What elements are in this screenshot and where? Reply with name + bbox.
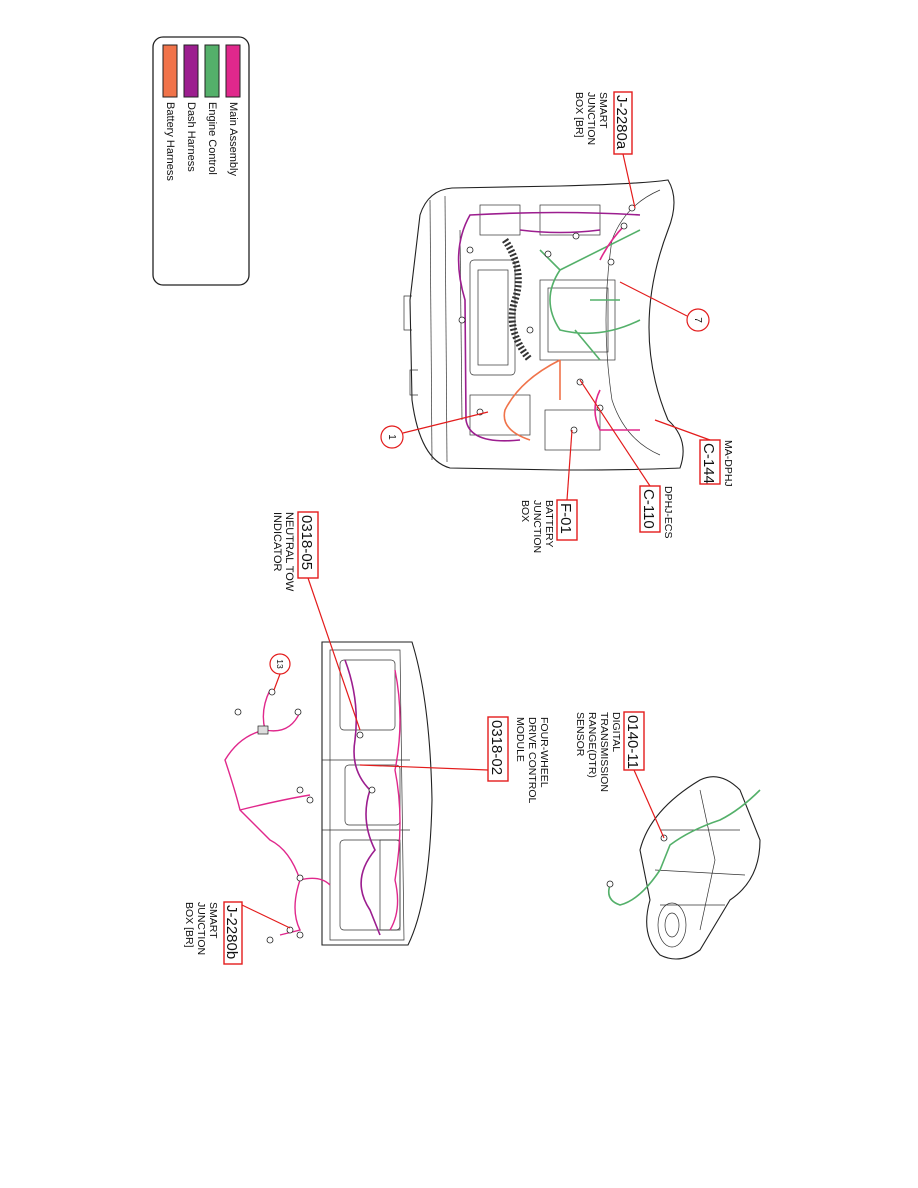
- callout-c144-code: C-144: [700, 443, 717, 484]
- view-marker-1: 1: [380, 411, 489, 449]
- svg-text:RANGE(DTR): RANGE(DTR): [586, 712, 598, 778]
- legend-swatch-main: [225, 44, 241, 98]
- svg-text:NEUTRAL TOW: NEUTRAL TOW: [283, 512, 295, 592]
- instrument-panel-drawing: [224, 641, 433, 946]
- callout-0318-05: 0318-05 NEUTRAL TOW INDICATOR: [271, 511, 361, 731]
- legend-swatch-battery: [162, 44, 178, 98]
- svg-text:DPHJ-ECS: DPHJ-ECS: [662, 486, 674, 539]
- svg-text:JUNCTION: JUNCTION: [585, 92, 597, 145]
- svg-text:BOX [BR]: BOX [BR]: [183, 902, 195, 948]
- callout-c144: C-144 MA-DPHJ: [654, 419, 734, 487]
- svg-text:DIGITAL: DIGITAL: [610, 712, 622, 752]
- callout-0140-11: 0140-11 DIGITAL TRANSMISSION RANGE(DTR) …: [574, 711, 665, 839]
- callout-f01: F-01 BATTERY JUNCTION BOX: [519, 429, 578, 553]
- callout-0318-02: 0318-02 FOUR-WHEEL DRIVE CONTROL MODULE: [359, 716, 550, 804]
- svg-text:JUNCTION: JUNCTION: [531, 500, 543, 553]
- callout-0140-11-code: 0140-11: [624, 715, 641, 769]
- svg-text:BOX: BOX: [519, 500, 531, 522]
- svg-text:BATTERY: BATTERY: [543, 500, 555, 547]
- svg-text:MODULE: MODULE: [514, 717, 526, 762]
- callout-j2280b-code: J-2280b: [223, 905, 240, 959]
- legend-swatch-engine: [204, 44, 220, 98]
- legend-swatch-dash: [183, 44, 199, 98]
- legend-label-engine: Engine Control: [206, 102, 218, 175]
- callout-j2280b: J-2280b SMART JUNCTION BOX [BR]: [183, 901, 291, 965]
- view-marker-13: 13: [269, 653, 291, 691]
- svg-text:BOX [BR]: BOX [BR]: [573, 92, 585, 138]
- svg-text:7: 7: [692, 317, 703, 323]
- legend: Main Assembly Engine Control Dash Harnes…: [152, 36, 250, 286]
- callout-c110: C-110 DPHJ-ECS: [579, 379, 674, 539]
- svg-text:MA-DPHJ: MA-DPHJ: [722, 440, 734, 487]
- callout-j2280a: J-2280a SMART JUNCTION BOX [BR]: [573, 91, 636, 209]
- callout-0318-05-code: 0318-05: [298, 515, 315, 570]
- svg-text:JUNCTION: JUNCTION: [195, 902, 207, 955]
- svg-text:1: 1: [386, 434, 397, 440]
- callout-c110-code: C-110: [640, 489, 657, 529]
- svg-text:13: 13: [275, 659, 285, 669]
- svg-text:SMART: SMART: [207, 902, 219, 939]
- legend-label-battery: Battery Harness: [164, 102, 176, 181]
- svg-text:SENSOR: SENSOR: [574, 712, 586, 757]
- legend-label-dash: Dash Harness: [185, 102, 197, 172]
- callout-f01-code: F-01: [557, 503, 574, 534]
- svg-text:SMART: SMART: [597, 92, 609, 129]
- view-marker-7: 7: [619, 281, 710, 332]
- svg-text:TRANSMISSION: TRANSMISSION: [598, 712, 610, 792]
- svg-text:DRIVE CONTROL: DRIVE CONTROL: [526, 717, 538, 804]
- transmission-drawing: [606, 776, 761, 960]
- callout-0318-02-code: 0318-02: [488, 720, 505, 775]
- svg-text:INDICATOR: INDICATOR: [271, 512, 283, 572]
- callout-j2280a-code: J-2280a: [613, 95, 630, 150]
- legend-label-main: Main Assembly: [227, 102, 239, 176]
- engine-compartment-drawing: [403, 179, 684, 471]
- svg-text:FOUR-WHEEL: FOUR-WHEEL: [538, 717, 550, 788]
